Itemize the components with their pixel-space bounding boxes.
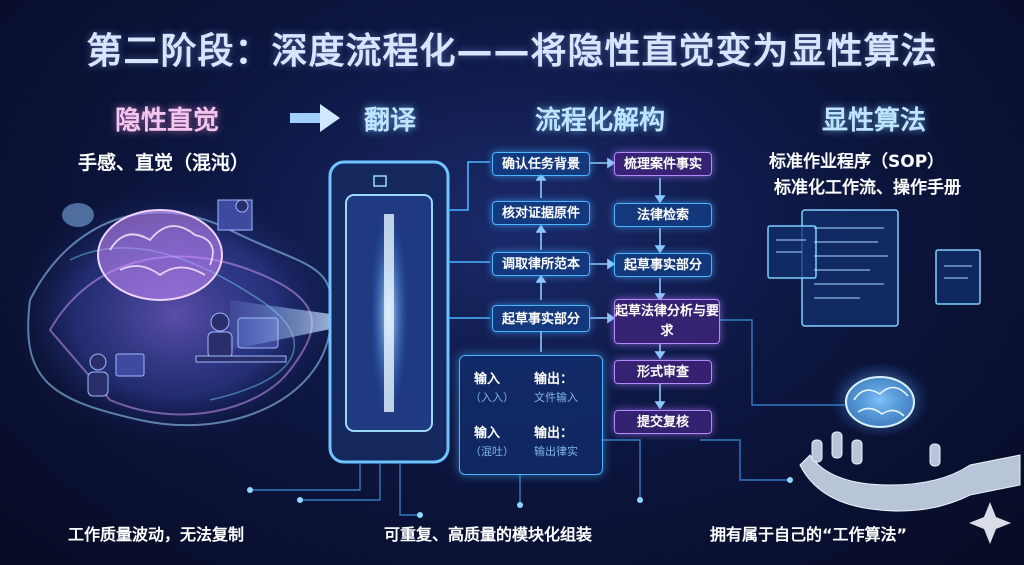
step-organize-case-facts: 梳理案件事实 — [614, 152, 712, 176]
workflow-subtitle: 标准化工作流、操作手册 — [774, 178, 961, 198]
sparkle-icon — [969, 502, 1011, 544]
step-draft-legal-analysis: 起草法律分析与要求 — [614, 299, 720, 344]
small-brain-icon — [62, 203, 94, 227]
person-reading-icon — [87, 353, 145, 397]
input-label-2: 输入 — [474, 426, 501, 441]
translator-gateway-icon — [328, 160, 450, 464]
brain-icon — [97, 209, 223, 301]
output-label-1: 输出： — [534, 372, 574, 387]
input-sub-1: （入入） — [470, 391, 514, 404]
step-formal-review: 形式审查 — [614, 360, 712, 384]
gateway-connectors — [448, 161, 490, 319]
right-footer: 拥有属于自己的“工作算法” — [710, 525, 908, 544]
flow-arrows — [535, 157, 666, 410]
output-sub-1: 文件输入 — [534, 391, 578, 404]
middle-footer: 可重复、高质量的模块化组装 — [384, 525, 593, 544]
right-arrow-icon — [290, 104, 340, 132]
page-title: 第二阶段：深度流程化——将隐性直觉变为显性算法 — [86, 31, 938, 72]
document-lines — [776, 227, 972, 299]
tacit-intuition-heading: 隐性直觉 — [115, 106, 220, 136]
step-verify-evidence-originals: 核对证据原件 — [492, 201, 590, 225]
step-retrieve-firm-template: 调取律所范本 — [492, 252, 590, 276]
tacit-intuition-subtitle: 手感、直觉（混沌） — [78, 152, 250, 174]
circuit-nodes — [247, 477, 793, 518]
circuit-traces — [250, 319, 845, 516]
step-draft-facts-right: 起草事实部分 — [614, 253, 712, 277]
step-confirm-task-background: 确认任务背景 — [492, 152, 590, 176]
explicit-algorithm-heading: 显性算法 — [822, 106, 927, 136]
light-beam — [230, 300, 345, 350]
process-decomposition-heading: 流程化解构 — [535, 106, 666, 136]
robotic-hand-icon — [799, 431, 1021, 512]
input-output-panel: 输入 （入入） 输出： 文件输入 输入 （混吐） 输出： 输出律实 — [459, 355, 603, 475]
glowing-brain-icon — [845, 376, 915, 428]
output-sub-2: 输出律实 — [534, 445, 578, 458]
step-draft-facts-left: 起草事实部分 — [492, 305, 590, 332]
translate-heading: 翻译 — [364, 106, 417, 136]
step-legal-research: 法律检索 — [614, 203, 712, 227]
input-label-1: 输入 — [474, 372, 501, 387]
input-sub-2: （混吐） — [470, 445, 514, 458]
sop-subtitle: 标准作业程序（SOP） — [769, 152, 945, 172]
output-label-2: 输出： — [534, 426, 574, 441]
sop-document-icon — [767, 209, 981, 327]
step-submit-recheck: 提交复核 — [614, 410, 712, 434]
left-footer: 工作质量波动，无法复制 — [68, 525, 245, 544]
person-at-whiteboard-icon — [217, 199, 253, 231]
